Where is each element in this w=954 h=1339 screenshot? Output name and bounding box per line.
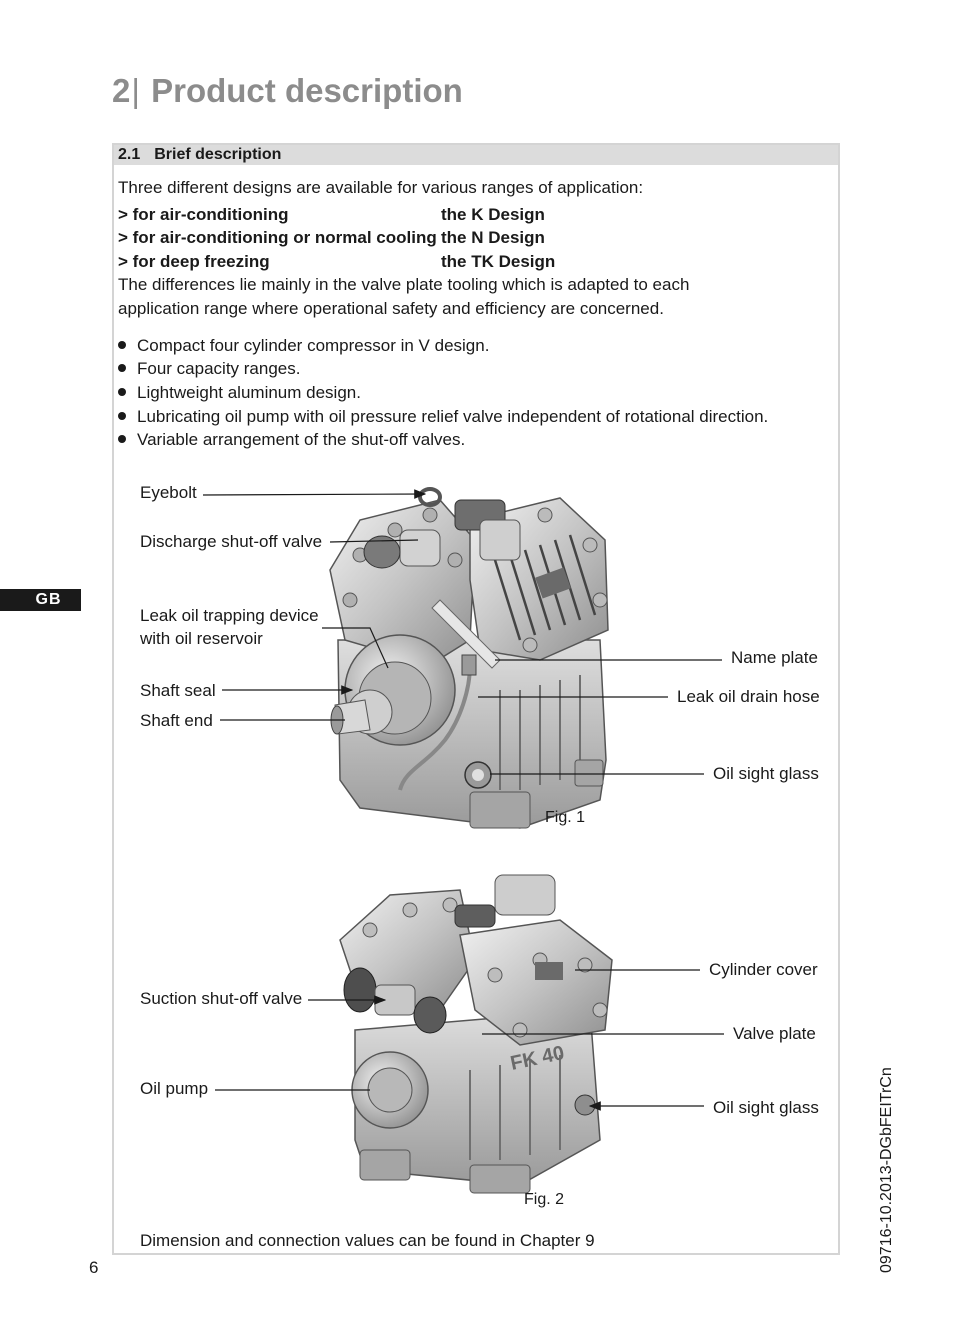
chapter-separator: | <box>131 72 140 109</box>
label-leak-oil-hose: Leak oil drain hose <box>677 687 820 706</box>
feature-item-4: Lubricating oil pump with oil pressure r… <box>137 407 769 426</box>
label-shaft-seal: Shaft seal <box>140 681 216 700</box>
leader-lines-figure-1 <box>202 489 722 775</box>
content-frame <box>112 143 840 1255</box>
document-code: 09716-10.2013-DGbFEITrCn <box>878 1067 895 1273</box>
design-application-1: > for air-conditioning <box>118 205 289 224</box>
feature-item-2: Four capacity ranges. <box>137 359 301 378</box>
label-shaft-end: Shaft end <box>140 711 213 730</box>
bullet-icon <box>118 412 126 420</box>
label-discharge-valve: Discharge shut-off valve <box>140 532 323 551</box>
chapter-heading: 2| Product description <box>112 72 463 110</box>
label-oil-pump: Oil pump <box>140 1079 209 1098</box>
label-leak-oil-device-line1: Leak oil trapping device <box>140 606 319 625</box>
section-number: 2.1 <box>118 146 141 163</box>
footer-note: Dimension and connection values can be f… <box>140 1231 595 1250</box>
design-name-1: the K Design <box>441 205 545 224</box>
label-name-plate: Name plate <box>731 648 818 667</box>
label-leak-oil-device-line2: with oil reservoir <box>140 629 263 648</box>
label-valve-plate: Valve plate <box>733 1024 816 1043</box>
label-oil-sight-glass-2: Oil sight glass <box>713 1098 819 1117</box>
label-oil-sight-glass-1: Oil sight glass <box>713 764 819 783</box>
section-title: Brief description <box>154 146 282 163</box>
chapter-number: 2 <box>112 72 131 109</box>
bullet-icon <box>118 341 126 349</box>
section-heading: 2.1 Brief description <box>114 145 838 165</box>
compressor-figure-1 <box>329 487 609 829</box>
feature-item-1: Compact four cylinder compressor in V de… <box>137 336 490 355</box>
page-number: 6 <box>89 1258 99 1277</box>
design-name-3: the TK Design <box>441 252 556 271</box>
differences-line-2: application range where operational safe… <box>118 299 664 318</box>
leader-lines-figure-2 <box>215 969 724 1111</box>
feature-item-5: Variable arrangement of the shut-off val… <box>137 430 466 449</box>
intro-text: Three different designs are available fo… <box>118 178 644 197</box>
differences-line-1: The differences lie mainly in the valve … <box>118 275 690 294</box>
chapter-title: Product description <box>151 72 463 109</box>
figure-1-caption: Fig. 1 <box>545 809 586 826</box>
design-application-2: > for air-conditioning or normal cooling <box>118 228 437 247</box>
design-name-2: the N Design <box>441 228 545 247</box>
label-cylinder-cover: Cylinder cover <box>709 960 818 979</box>
bullet-icon <box>118 435 126 443</box>
figure-2-caption: Fig. 2 <box>524 1191 565 1208</box>
bullet-icon <box>118 388 126 396</box>
language-tab: GB <box>0 589 81 611</box>
bullet-icon <box>118 364 126 372</box>
design-application-3: > for deep freezing <box>118 252 270 271</box>
label-eyebolt: Eyebolt <box>140 483 197 502</box>
feature-item-3: Lightweight aluminum design. <box>137 383 361 402</box>
label-suction-valve: Suction shut-off valve <box>140 989 303 1008</box>
